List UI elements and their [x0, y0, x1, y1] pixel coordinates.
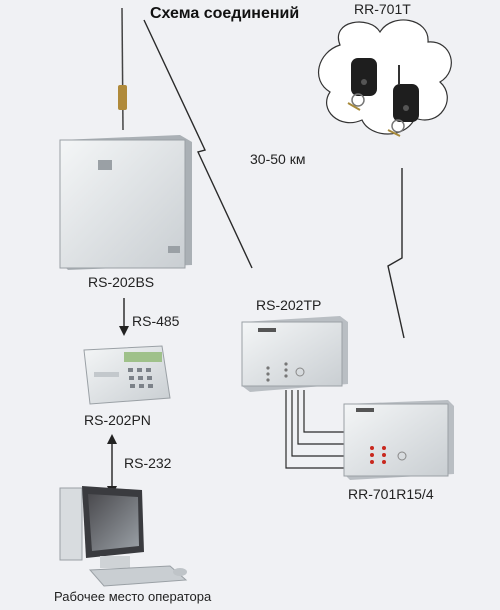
distance-label: 30-50 км [250, 151, 306, 167]
rs485-arrow [119, 298, 129, 336]
base-station-label: RS-202BS [88, 274, 155, 290]
transmitter-label: RS-202TP [256, 297, 322, 313]
serial-label: RS-232 [124, 455, 172, 471]
radio-link-left [143, 19, 253, 269]
panel-label: RS-202PN [84, 412, 151, 428]
bus-label: RS-485 [132, 313, 180, 329]
base-station-cabinet [59, 135, 192, 270]
keyfob-label: RR-701T [354, 1, 411, 17]
keyfob-cloud [318, 19, 452, 137]
rs232-arrow [107, 434, 117, 496]
receiver-label: RR-701R15/4 [348, 486, 434, 502]
radio-link-right [387, 168, 405, 339]
transmitter-unit [241, 316, 348, 392]
cable-bundle [285, 390, 346, 469]
diagram-title: Схема соединений [150, 5, 300, 22]
panel-keypad [83, 345, 171, 405]
receiver-unit [343, 400, 454, 480]
operator-label: Рабочее место оператора [54, 589, 212, 604]
operator-workstation [59, 486, 188, 587]
antenna [118, 7, 127, 131]
